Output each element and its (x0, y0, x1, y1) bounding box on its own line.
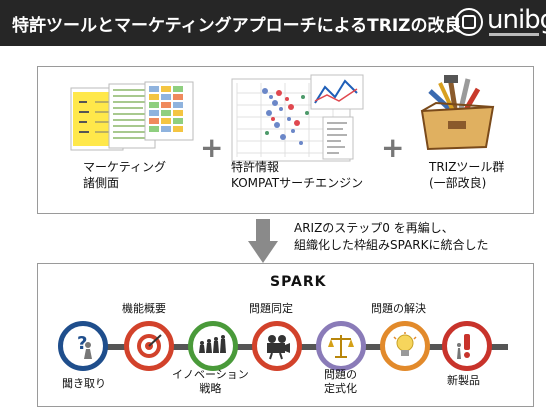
stage-label-innovation-strategy: イノベーション 戦略 (172, 368, 249, 396)
stage-interview: ? (58, 321, 108, 371)
stage-label-interview: 聞き取り (62, 377, 106, 391)
patent-label-line1: 特許情報 (231, 160, 280, 174)
target-icon (137, 334, 162, 358)
stage-label-function-overview: 機能概要 (122, 302, 166, 316)
stage-label-line: 機能概要 (122, 302, 166, 315)
spark-title: SPARK (270, 274, 327, 290)
triz-label-line1: TRIZツール群 (429, 160, 505, 174)
plus-sign: + (381, 131, 405, 164)
patent-label: 特許情報 KOMPATサーチエンジン (231, 159, 363, 191)
stage-label-line: 定式化 (324, 382, 357, 395)
patent-label-line2: KOMPATサーチエンジン (231, 176, 364, 190)
stage-label-problem-identification: 問題同定 (249, 302, 293, 316)
integration-note-line1: ARIZのステップ0 を再編し、 (294, 221, 454, 235)
question-person-icon: ? (77, 333, 92, 359)
stage-label-line: 新製品 (447, 374, 480, 387)
svg-text:?: ? (77, 333, 87, 354)
logo-underline (489, 33, 539, 36)
stage-label-line: 聞き取り (62, 377, 106, 390)
stage-label-line: 戦略 (199, 382, 222, 395)
logo: unibg (487, 5, 546, 35)
plus-sign: + (200, 131, 224, 164)
stage-function-overview (124, 321, 174, 371)
stage-innovation-strategy (188, 321, 238, 371)
integration-note-line2: 組織化した枠組みSPARKに統合した (294, 238, 489, 252)
stage-label-problem-formulation: 問題の 定式化 (324, 368, 357, 396)
page-title: 特許ツールとマーケティングアプローチによるTRIZの改良 (12, 16, 462, 36)
stage-problem-identification (252, 321, 302, 371)
integration-note: ARIZのステップ0 を再編し、 組織化した枠組みSPARKに統合した (294, 220, 489, 254)
camera-icon (267, 335, 290, 360)
spark-panel: SPARK ? (37, 263, 534, 407)
stage-label-line: イノベーション (172, 368, 249, 381)
stage-label-new-product: 新製品 (447, 374, 480, 388)
stage-new-product (442, 321, 492, 371)
exclamation-icon (457, 334, 470, 359)
inputs-panel: + + マーケティング 諸側面 特許情報 KOMPATサーチエンジン TRIZツ… (37, 66, 534, 214)
marketing-documents-image (70, 81, 194, 151)
stage-problem-solving (380, 321, 430, 371)
marketing-label-line2: 諸側面 (83, 176, 120, 190)
patent-search-image (231, 74, 364, 162)
evolution-icon (199, 335, 226, 353)
down-arrow-icon (248, 219, 278, 263)
stage-problem-formulation (316, 321, 366, 371)
marketing-label-line1: マーケティング (83, 160, 167, 174)
marketing-label: マーケティング 諸側面 (83, 159, 166, 191)
stage-label-line: 問題の解決 (371, 302, 426, 315)
title-bar: 特許ツールとマーケティングアプローチによるTRIZの改良 unibg (0, 0, 546, 46)
stage-label-line: 問題同定 (249, 302, 293, 315)
stage-label-problem-solving: 問題の解決 (371, 302, 426, 316)
scales-icon (328, 335, 354, 358)
triz-label-line2: (一部改良) (429, 176, 487, 190)
lightbulb-icon (393, 332, 417, 356)
spark-timeline (98, 344, 508, 350)
stage-label-line: 問題の (324, 368, 357, 381)
toolbox-icon (420, 75, 495, 151)
university-seal-icon (455, 8, 483, 36)
triz-label: TRIZツール群 (一部改良) (429, 159, 504, 191)
